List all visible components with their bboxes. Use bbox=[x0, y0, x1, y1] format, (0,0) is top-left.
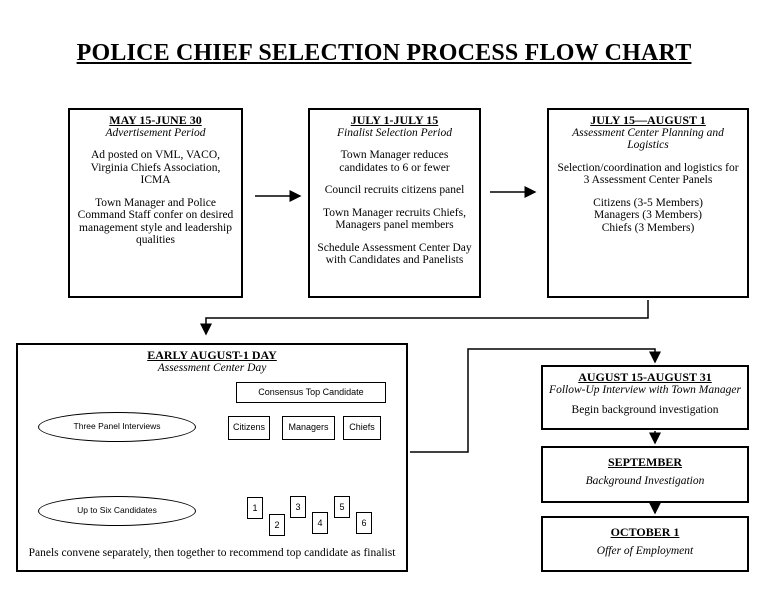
stage-subtitle: Assessment Center Planning and Logistics bbox=[572, 126, 724, 152]
panel-citizens: Citizens bbox=[228, 416, 270, 440]
arrow-3-to-4 bbox=[200, 300, 649, 336]
page-title: POLICE CHIEF SELECTION PROCESS FLOW CHAR… bbox=[76, 40, 692, 66]
stage-date: JULY 1-JULY 15 bbox=[350, 113, 439, 127]
assessment-footer: Panels convene separately, then together… bbox=[28, 547, 396, 559]
stage-subtitle: Background Investigation bbox=[585, 474, 705, 487]
stage-date: MAY 15-JUNE 30 bbox=[109, 113, 202, 127]
stage-line: Ad posted on VML, VACO, Virginia Chiefs … bbox=[90, 149, 221, 186]
candidate-2: 2 bbox=[269, 514, 285, 536]
panel-chiefs: Chiefs bbox=[343, 416, 381, 440]
consensus-box: Consensus Top Candidate bbox=[236, 382, 386, 403]
stage-subtitle: Offer of Employment bbox=[596, 544, 694, 557]
stage-line: Schedule Assessment Center Day with Cand… bbox=[317, 241, 472, 267]
candidate-5: 5 bbox=[334, 496, 350, 518]
candidate-4: 4 bbox=[312, 512, 328, 534]
candidate-6: 6 bbox=[356, 512, 372, 534]
stage-line: Managers (3 Members) bbox=[594, 209, 702, 221]
stage-line: Selection/coordination and logistics for… bbox=[557, 161, 739, 187]
arrow-4-to-5 bbox=[410, 348, 661, 453]
stage-date: AUGUST 15-AUGUST 31 bbox=[578, 370, 712, 384]
stage-line: Chiefs (3 Members) bbox=[601, 221, 695, 234]
panel-interviews-oval: Three Panel Interviews bbox=[38, 412, 196, 442]
stage-subtitle: Follow-Up Interview with Town Manager bbox=[549, 383, 741, 396]
stage-assessment-box: EARLY AUGUST-1 DAY Assessment Center Day bbox=[16, 343, 408, 572]
stage-advertisement-box: MAY 15-JUNE 30 Advertisement Period Ad p… bbox=[68, 108, 243, 298]
stage-subtitle: Assessment Center Day bbox=[157, 361, 267, 374]
stage-line: Citizens (3-5 Members) bbox=[593, 196, 703, 209]
stage-finalist-box: JULY 1-JULY 15 Finalist Selection Period… bbox=[308, 108, 481, 298]
stage-planning-box: JULY 15—AUGUST 1 Assessment Center Plann… bbox=[547, 108, 749, 298]
stage-line: Council recruits citizens panel bbox=[324, 184, 465, 196]
stage-subtitle: Finalist Selection Period bbox=[337, 126, 452, 139]
candidate-1: 1 bbox=[247, 497, 263, 519]
stage-line: Town Manager reduces candidates to 6 or … bbox=[339, 149, 450, 174]
stage-date: OCTOBER 1 bbox=[610, 525, 680, 539]
stage-date: JULY 15—AUGUST 1 bbox=[590, 113, 706, 127]
stage-line: Town Manager and Police Command Staff co… bbox=[77, 196, 234, 247]
stage-followup-box: AUGUST 15-AUGUST 31 Follow-Up Interview … bbox=[541, 365, 749, 430]
stage-date: EARLY AUGUST-1 DAY bbox=[147, 348, 277, 362]
stage-date: SEPTEMBER bbox=[607, 455, 682, 469]
stage-line: Begin background investigation bbox=[571, 404, 719, 416]
stage-october-box: OCTOBER 1 Offer of Employment bbox=[541, 516, 749, 572]
candidate-3: 3 bbox=[290, 496, 306, 518]
stage-subtitle: Advertisement Period bbox=[105, 126, 206, 139]
stage-september-box: SEPTEMBER Background Investigation bbox=[541, 446, 749, 503]
candidates-oval: Up to Six Candidates bbox=[38, 496, 196, 526]
stage-line: Town Manager recruits Chiefs, Managers p… bbox=[323, 206, 466, 232]
panel-managers: Managers bbox=[282, 416, 335, 440]
